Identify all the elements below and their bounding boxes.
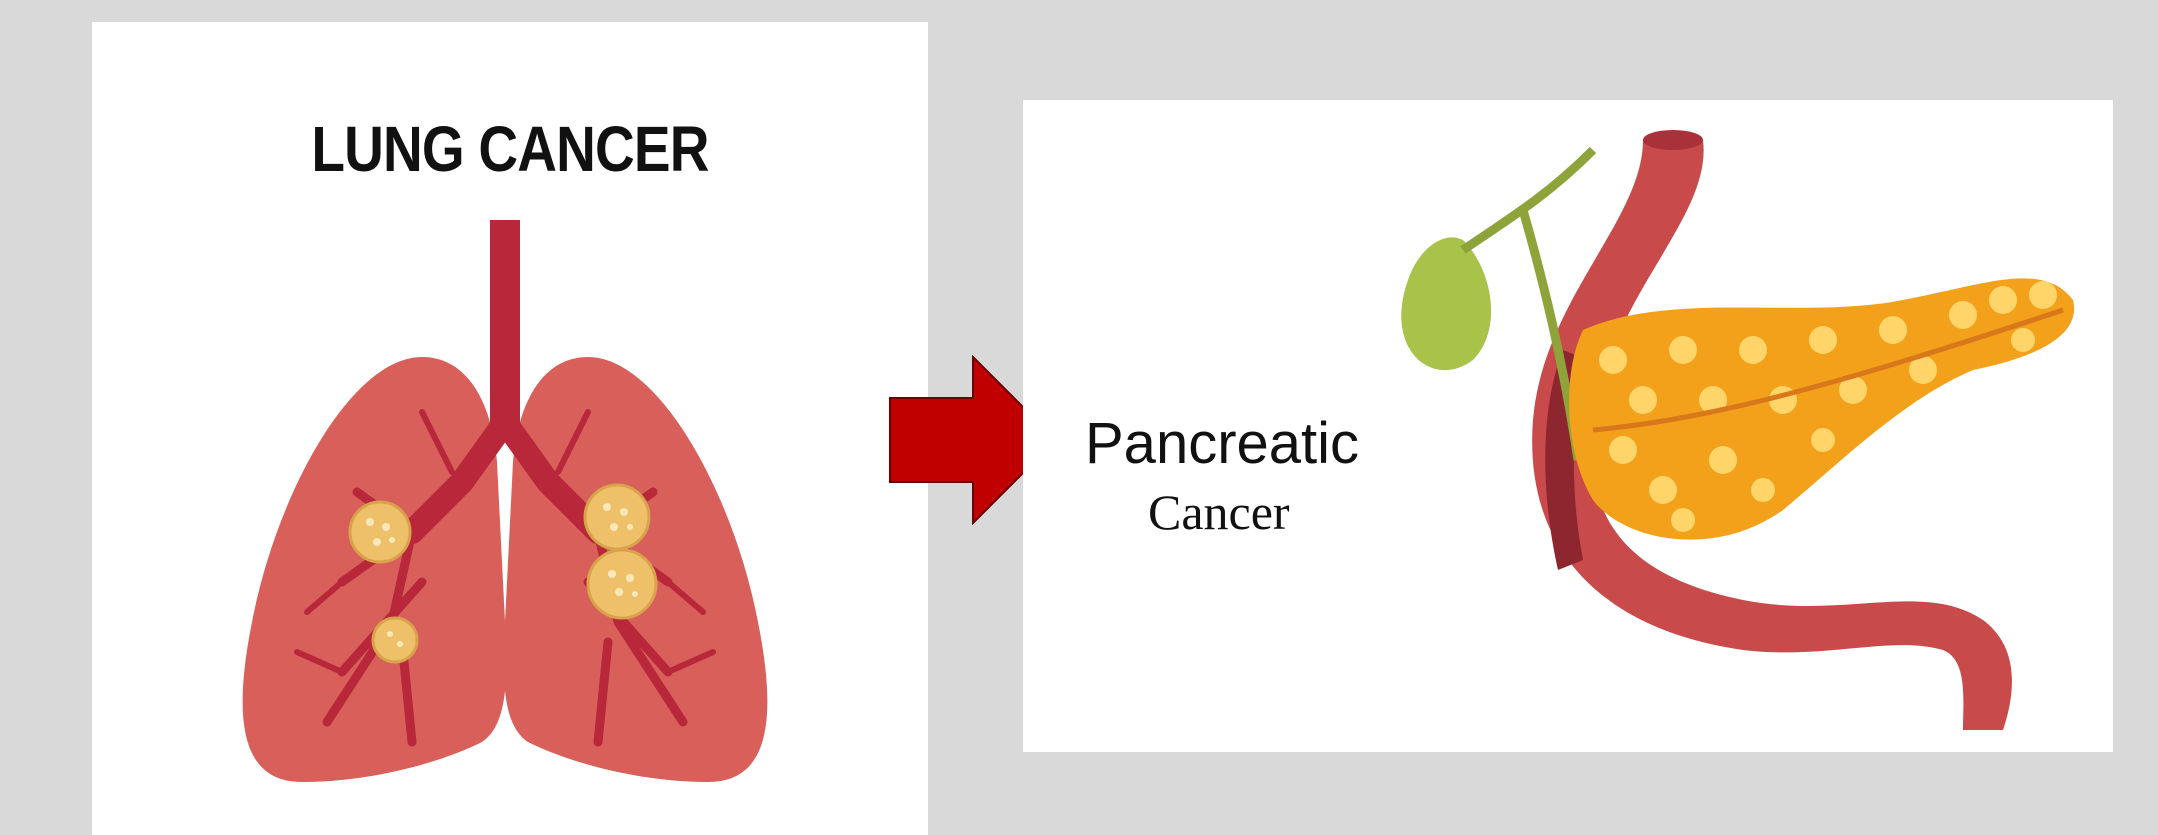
pancreatic-cancer-panel: Pancreatic Cancer (1023, 100, 2113, 752)
lungs-illustration-icon (92, 22, 928, 835)
pancreatic-label: Pancreatic (1085, 410, 1359, 477)
cancer-label: Cancer (1148, 483, 1290, 541)
lung-cancer-panel: LUNG CANCER (92, 22, 928, 835)
